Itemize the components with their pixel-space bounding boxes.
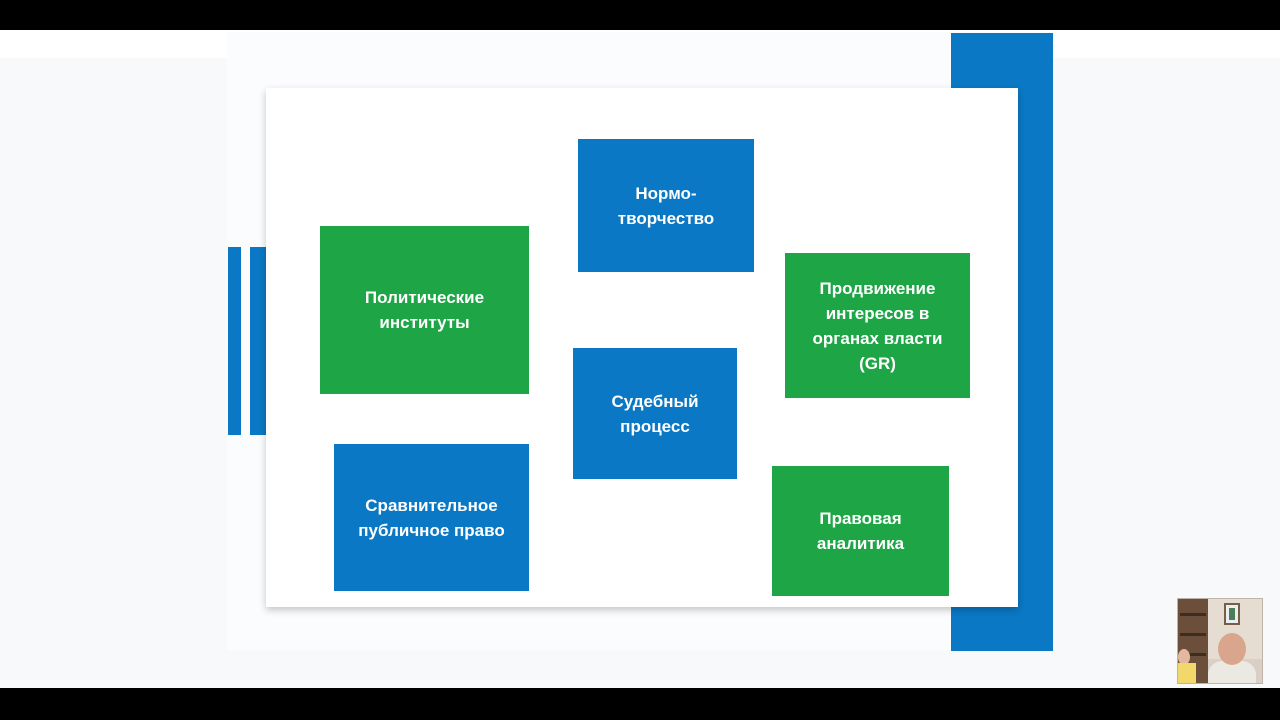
slide-blue-stripe-right <box>250 247 266 435</box>
box-gr: Продвижение интересов в органах власти (… <box>785 253 970 398</box>
bottom-letterbox <box>0 688 1280 720</box>
top-letterbox <box>0 0 1280 30</box>
box-normotvorchestvo-label: Нормо- творчество <box>617 183 715 228</box>
wall-picture <box>1224 603 1240 625</box>
box-normotvorchestvo: Нормо- творчество <box>578 139 754 272</box>
speaker-avatar <box>1218 633 1246 665</box>
slide-blue-stripe-left <box>228 247 241 435</box>
box-court-process: Судебный процесс <box>573 348 737 479</box>
box-comparative-public-law: Сравнительное публичное право <box>334 444 529 591</box>
box-legal-analytics: Правовая аналитика <box>772 466 949 596</box>
participant-video-icon[interactable] <box>1177 598 1263 684</box>
box-comparative-public-law-label: Сравнительное публичное право <box>358 495 505 540</box>
box-court-process-label: Судебный процесс <box>611 391 699 436</box>
box-gr-label: Продвижение интересов в органах власти (… <box>812 278 943 373</box>
box-legal-analytics-label: Правовая аналитика <box>816 509 905 553</box>
box-political-institutes: Политические институты <box>320 226 529 394</box>
box-political-institutes-label: Политические институты <box>364 288 485 332</box>
